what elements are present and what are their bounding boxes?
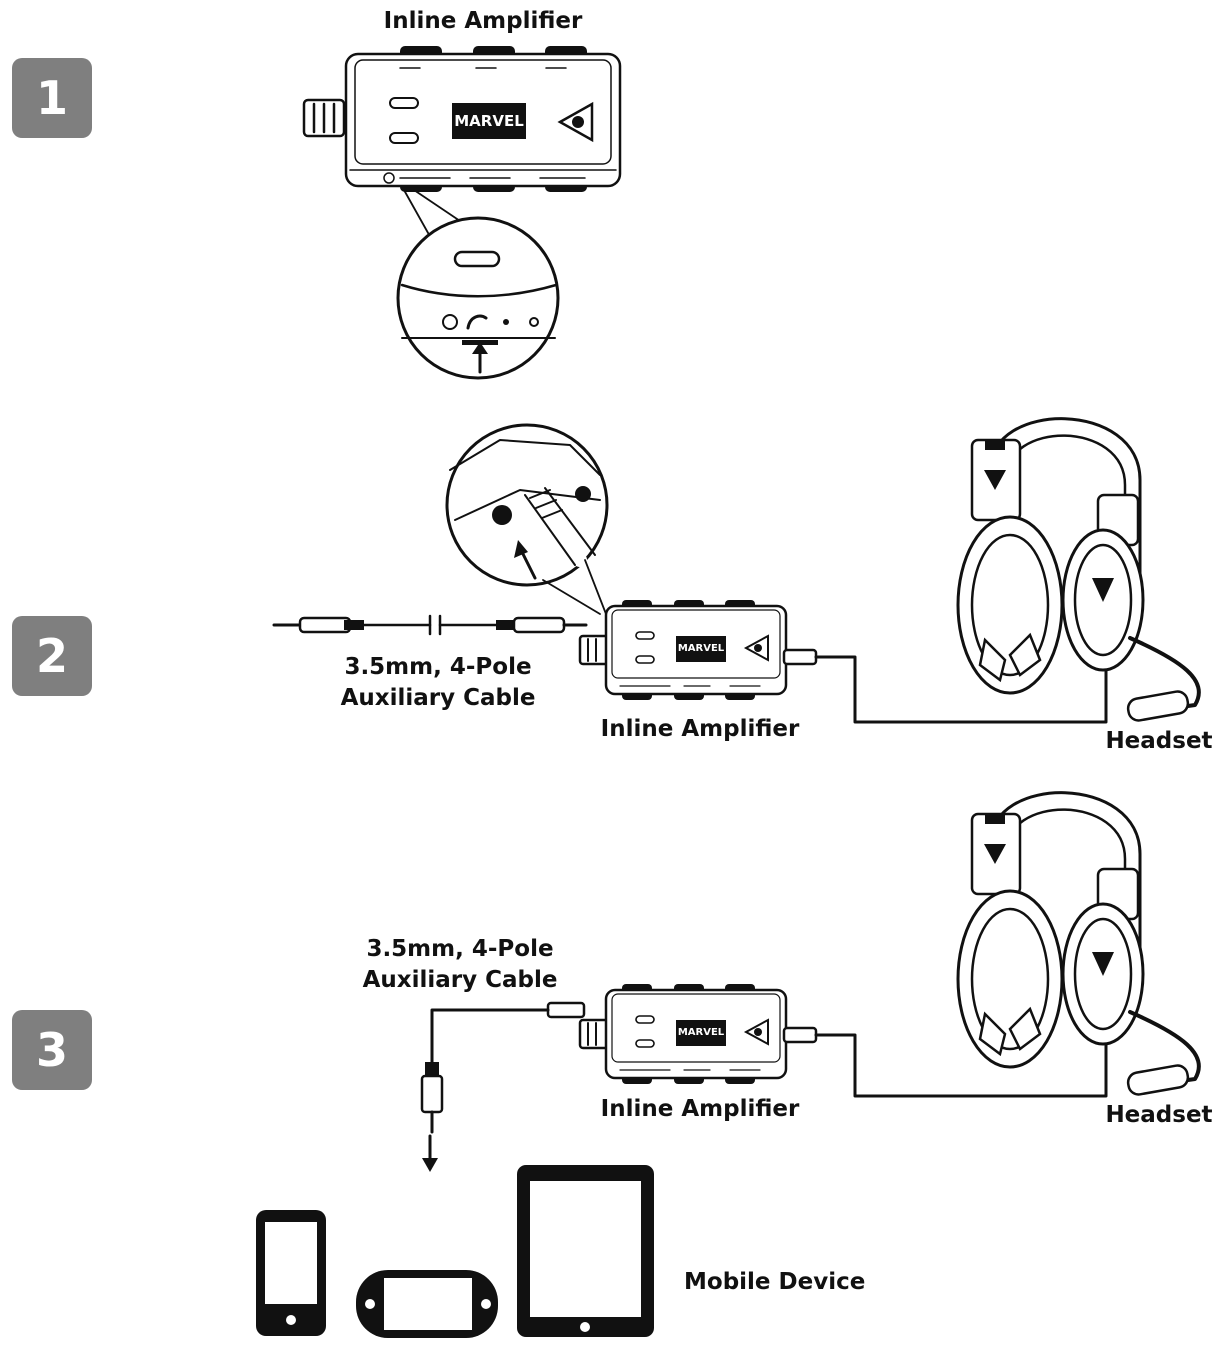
auxiliary-cable-icon — [272, 614, 588, 636]
brand-logo: MARVEL — [677, 643, 725, 654]
handheld-console-icon — [356, 1270, 498, 1338]
mobile-device-label: Mobile Device — [684, 1269, 866, 1295]
tablet-icon — [517, 1165, 654, 1337]
phone-icon — [256, 1210, 326, 1336]
arrow-up-icon — [514, 540, 537, 580]
step3-amplifier-label: Inline Amplifier — [600, 1096, 800, 1122]
step2-cable-label-2: Auxiliary Cable — [340, 685, 536, 711]
brand-logo: MARVEL — [454, 112, 524, 130]
step3-cable-label-1: 3.5mm, 4-Pole — [366, 936, 554, 962]
step-badge-2: 2 — [12, 616, 92, 696]
mute-switch-zoom — [396, 216, 560, 380]
step3-headset-label: Headset — [1105, 1102, 1213, 1128]
step1-amplifier-label: Inline Amplifier — [383, 8, 583, 34]
headset-icon — [956, 416, 1201, 725]
arrow-up-icon — [472, 342, 488, 374]
step3-cable-label-2: Auxiliary Cable — [362, 967, 558, 993]
step-badge-3: 3 — [12, 1010, 92, 1090]
jack-port-zoom — [445, 423, 609, 587]
auxiliary-cable-icon — [420, 1062, 444, 1134]
brand-logo: MARVEL — [677, 1027, 725, 1038]
step2-headset-label: Headset — [1105, 728, 1213, 754]
step2-amplifier-label: Inline Amplifier — [600, 716, 800, 742]
headset-icon — [956, 790, 1201, 1099]
step-badge-1: 1 — [12, 58, 92, 138]
step2-cable-label-1: 3.5mm, 4-Pole — [344, 654, 532, 680]
arrow-down-icon — [422, 1134, 438, 1172]
